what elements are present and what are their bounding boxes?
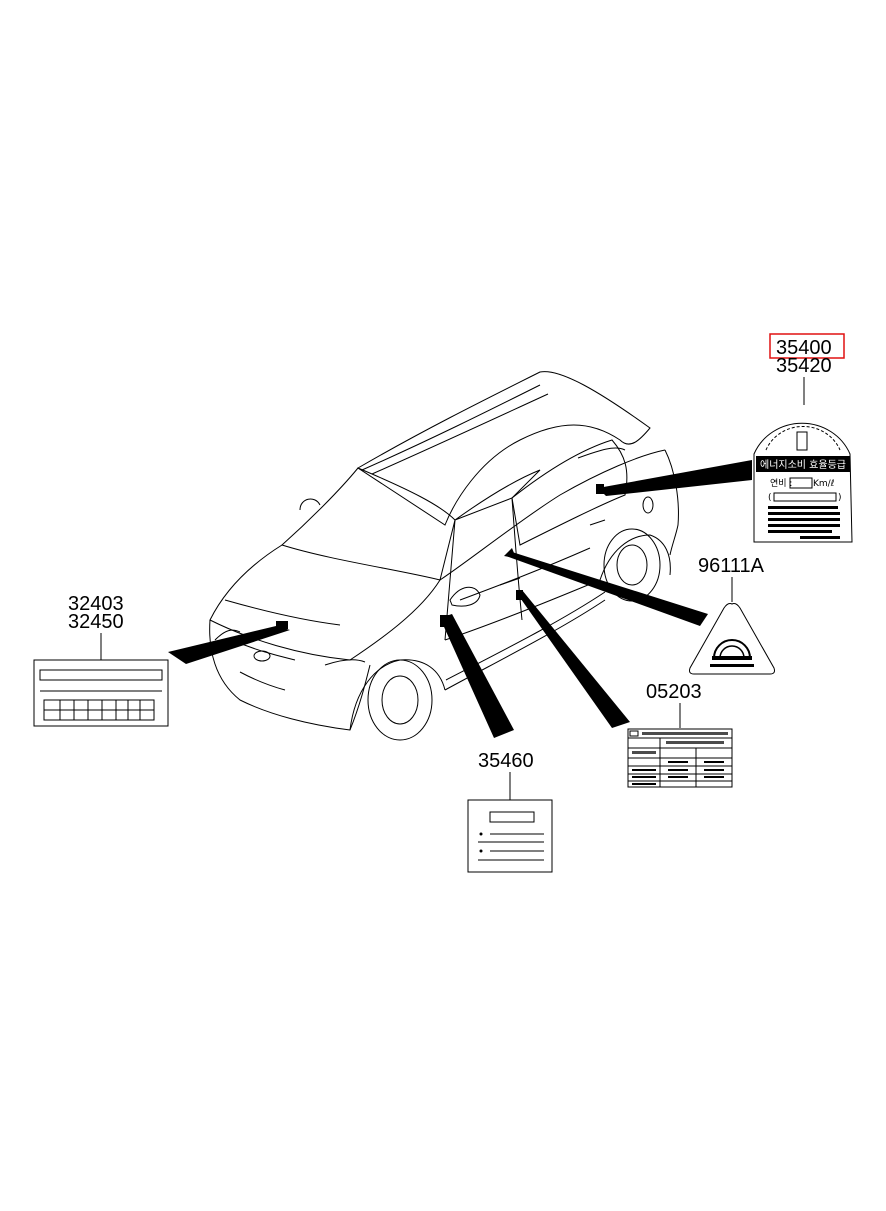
callout-wedges [168,460,752,738]
highlight-box-35400 [769,333,845,359]
fuel-efficiency-label: 에너지소비 효율등급 연비 : Km/ℓ ( ) [753,422,853,543]
part-number-35420[interactable]: 35420 [776,355,832,377]
part-number-32403[interactable]: 32403 [68,593,124,615]
tire-pressure-label [627,728,733,788]
caution-label [467,799,553,873]
part-number-35400[interactable]: 35400 [776,337,832,359]
security-system-triangle-label [689,603,775,675]
marker-35400 [596,484,604,494]
car-illustration [209,371,679,741]
part-number-96111A[interactable]: 96111A [698,555,765,577]
part-number-32450[interactable]: 32450 [68,611,124,633]
callout-wedge-32403 [168,626,290,664]
fuel-label-paren-close: ) [838,493,842,503]
fuel-label-dots [768,506,840,539]
part-number-35460[interactable]: 35460 [478,750,534,772]
fuel-label-paren-open: ( [768,493,772,503]
fuel-label-efficiency-prefix: 연비 : [770,478,792,489]
marker-05203 [516,590,523,600]
marker-96111A [504,548,516,558]
emission-control-label [33,659,169,727]
callout-wedge-05203 [516,590,630,728]
fuel-label-title: 에너지소비 효율등급 [760,459,846,471]
callout-wedge-96111A [506,552,708,626]
part-number-05203[interactable]: 05203 [646,681,702,703]
marker-35460 [440,615,452,627]
fuel-label-efficiency-unit: Km/ℓ [813,479,834,489]
callout-wedge-35460 [440,614,514,738]
marker-32403 [276,621,288,629]
callout-wedge-35400 [598,460,752,496]
